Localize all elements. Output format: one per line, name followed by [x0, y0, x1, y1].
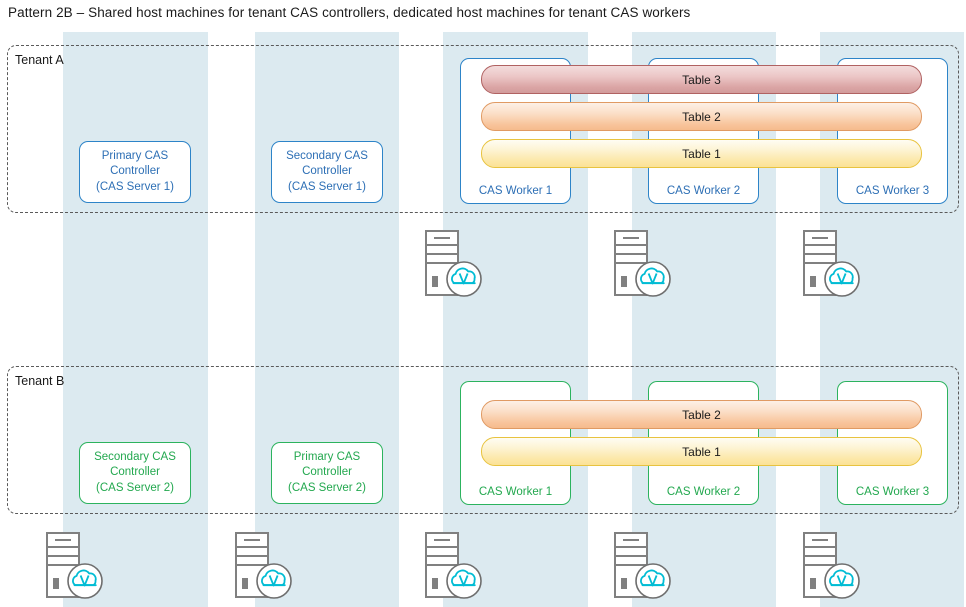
tenant-a-boundary	[7, 45, 959, 213]
tenant-a-primary-cas-controller[interactable]: Primary CAS Controller (CAS Server 1)	[79, 141, 191, 203]
host-machine-icon	[421, 530, 483, 602]
tenant-a-table-2[interactable]: Table 2	[481, 102, 922, 131]
host-machine-icon	[610, 530, 672, 602]
worker-label: CAS Worker 3	[855, 185, 930, 197]
controller-line-2: Controller	[302, 165, 352, 178]
worker-label: CAS Worker 2	[666, 486, 741, 498]
controller-line-3: (CAS Server 1)	[288, 180, 366, 193]
controller-line-3: (CAS Server 1)	[96, 180, 174, 193]
controller-line-2: Controller	[110, 466, 160, 479]
controller-line-2: Controller	[110, 165, 160, 178]
host-machine-icon	[799, 530, 861, 602]
controller-line-1: Primary CAS	[101, 149, 169, 162]
controller-line-1: Secondary CAS	[286, 149, 368, 162]
controller-line-1: Primary CAS	[293, 450, 361, 463]
controller-line-3: (CAS Server 2)	[96, 481, 174, 494]
tenant-b-primary-cas-controller[interactable]: Primary CAS Controller (CAS Server 2)	[271, 442, 383, 504]
host-machine-icon	[799, 228, 861, 300]
table-bar-label: Table 1	[682, 444, 721, 459]
host-machine-icon	[610, 228, 672, 300]
host-machine-icon	[42, 530, 104, 602]
table-bar-label: Table 1	[682, 146, 721, 161]
host-band-2	[255, 32, 399, 607]
tenant-b-table-1[interactable]: Table 1	[481, 437, 922, 466]
tenant-a-table-1[interactable]: Table 1	[481, 139, 922, 168]
tenant-a-table-3[interactable]: Table 3	[481, 65, 922, 94]
tenant-b-label: Tenant B	[15, 374, 65, 388]
table-bar-label: Table 3	[682, 72, 721, 87]
table-bar-label: Table 2	[682, 109, 721, 124]
host-machine-icon	[421, 228, 483, 300]
tenant-b-secondary-cas-controller[interactable]: Secondary CAS Controller (CAS Server 2)	[79, 442, 191, 504]
controller-line-1: Secondary CAS	[94, 450, 176, 463]
host-band-1	[63, 32, 208, 607]
host-machine-icon	[231, 530, 293, 602]
worker-label: CAS Worker 1	[478, 486, 553, 498]
tenant-b-boundary	[7, 366, 959, 514]
worker-label: CAS Worker 2	[666, 185, 741, 197]
worker-label: CAS Worker 1	[478, 185, 553, 197]
page-title: Pattern 2B – Shared host machines for te…	[8, 5, 691, 20]
table-bar-label: Table 2	[682, 407, 721, 422]
tenant-b-table-2[interactable]: Table 2	[481, 400, 922, 429]
worker-label: CAS Worker 3	[855, 486, 930, 498]
controller-line-3: (CAS Server 2)	[288, 481, 366, 494]
controller-line-2: Controller	[302, 466, 352, 479]
tenant-a-label: Tenant A	[15, 53, 64, 67]
tenant-a-secondary-cas-controller[interactable]: Secondary CAS Controller (CAS Server 1)	[271, 141, 383, 203]
